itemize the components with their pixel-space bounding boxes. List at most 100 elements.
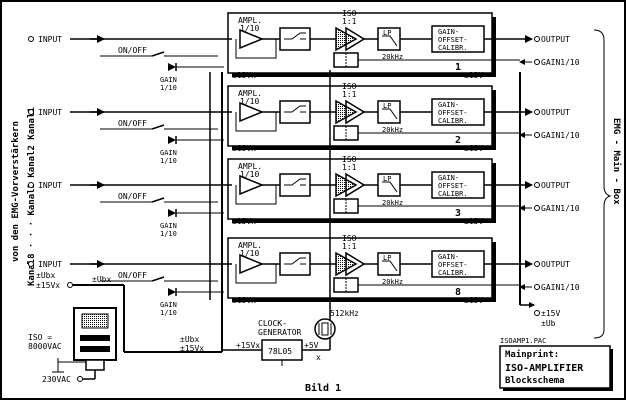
- gain-input-ratio: 1/10: [160, 84, 177, 92]
- main-box-label: EMG - Main - Box: [611, 118, 622, 205]
- gain-input-ratio: 1/10: [160, 230, 177, 238]
- title-block: [499, 345, 611, 389]
- gain-input-ratio: 1/10: [160, 157, 177, 165]
- on-off-label: ON/OFF: [118, 192, 147, 201]
- mains-label: 230VAC: [42, 375, 71, 384]
- gain-input-label: GAIN: [160, 149, 177, 157]
- channel-power-left: ±15Vx: [232, 296, 256, 305]
- calibration-label: GAIN-: [438, 101, 459, 109]
- channel-number: 2: [455, 135, 461, 146]
- lowpass-frequency: 20kHz: [382, 278, 403, 286]
- v15x-label-3: ±15Vx: [180, 344, 204, 353]
- clock-label-2: GENERATOR: [258, 328, 302, 337]
- amplifier-label: AMPL.: [238, 16, 262, 25]
- gain-output-label: GAIN1/10: [541, 131, 580, 140]
- amplifier-label: AMPL.: [238, 89, 262, 98]
- mains-rectifier: [85, 359, 105, 371]
- main-box-bracket: [593, 29, 612, 339]
- calibration-label: CALIBR.: [438, 117, 468, 125]
- iso-voltage-label: ISO =: [28, 333, 52, 342]
- amplifier-icon: [239, 253, 264, 275]
- iso-label: ISO: [342, 155, 357, 164]
- output-label: OUTPUT: [541, 35, 570, 44]
- gain-input-ratio: 1/10: [160, 309, 177, 317]
- channel-power-left: ±15Vx: [232, 217, 256, 226]
- calibration-label: GAIN-: [438, 253, 459, 261]
- transformer-core-top: [80, 335, 110, 341]
- title-line-3: Blockschema: [505, 376, 565, 386]
- channel-block-1: INPUTON/OFFGAIN1/10AMPL.1/10ISO1:1LP20kH…: [28, 9, 580, 92]
- gain-offset-calibration-box: [431, 171, 485, 199]
- amplifier-icon: [239, 174, 264, 196]
- input-label: INPUT: [38, 108, 62, 117]
- on-off-label: ON/OFF: [118, 119, 147, 128]
- figure-label: Bild 1: [305, 382, 341, 394]
- title-line-1: Mainprint:: [505, 349, 559, 360]
- clock-generator-section: +15Vx 78L05 +5V x CLOCK- GENERATOR 512kH…: [222, 70, 359, 366]
- amplifier-icon: [239, 28, 264, 50]
- calibration-label: OFFSET-: [438, 182, 468, 190]
- gain-input-label: GAIN: [160, 301, 177, 309]
- iso-voltage-value: 8000VAC: [28, 342, 62, 351]
- calibration-label: OFFSET-: [438, 261, 468, 269]
- channel-block-2: INPUTON/OFFGAIN1/10AMPL.1/10ISO1:1LP20kH…: [28, 82, 580, 165]
- calibration-label: CALIBR.: [438, 269, 468, 277]
- on-off-switch-icon: [151, 124, 165, 130]
- lowpass-label: LP: [383, 175, 391, 183]
- gain-offset-calibration-box: [431, 25, 485, 53]
- right-ub-label: ±Ub: [541, 319, 556, 328]
- amplifier-ratio: 1/10: [240, 170, 259, 179]
- on-off-label: ON/OFF: [118, 271, 147, 280]
- lowpass-label: LP: [383, 254, 391, 262]
- input-label: INPUT: [38, 35, 62, 44]
- channel-block-8: INPUTON/OFFGAIN1/10AMPL.1/10ISO1:1LP20kH…: [28, 234, 580, 317]
- channel-power-right: ±15V: [464, 144, 483, 153]
- amplifier-label: AMPL.: [238, 241, 262, 250]
- isolated-power-supply: ±Ubx ±15Vx ±Ubx ±Ubx ±15Vx ISO = 8000VAC…: [28, 72, 223, 384]
- lowpass-frequency: 20kHz: [382, 199, 403, 207]
- iso-label: ISO: [342, 234, 357, 243]
- title-line-2: ISO-AMPLIFIER: [505, 363, 584, 374]
- source-label: von den EMG-Vorverstärkern: [11, 121, 21, 262]
- on-off-switch-icon: [151, 51, 165, 57]
- lowpass-frequency: 20kHz: [382, 53, 403, 61]
- channel-number: 8: [455, 287, 461, 298]
- calibration-label: GAIN-: [438, 174, 459, 182]
- iso-label: ISO: [342, 82, 357, 91]
- isolation-barrier: [81, 313, 109, 329]
- ubx-label-3: ±Ubx: [180, 335, 199, 344]
- gain-led-icon: [168, 136, 176, 144]
- clock-x-mark: x: [316, 353, 321, 362]
- gain-offset-calibration-box: [431, 98, 485, 126]
- gain-input-label: GAIN: [160, 222, 177, 230]
- regulator-label: 78L05: [268, 347, 292, 356]
- on-off-switch-icon: [151, 197, 165, 203]
- gain-led-icon: [168, 288, 176, 296]
- iso-ratio: 1:1: [342, 90, 357, 99]
- gain-output-label: GAIN1/10: [541, 204, 580, 213]
- ubx-label-2: ±Ubx: [92, 275, 111, 284]
- channel-number: 3: [455, 208, 461, 219]
- right-power-bus: ±15V ±Ub: [519, 72, 560, 328]
- gain-input-label: GAIN: [160, 76, 177, 84]
- amplifier-ratio: 1/10: [240, 249, 259, 258]
- iso-ratio: 1:1: [342, 163, 357, 172]
- channel-number: 1: [455, 62, 461, 73]
- gain-led-icon: [168, 209, 176, 217]
- calibration-label: CALIBR.: [438, 44, 468, 52]
- v15x-label-1: ±15Vx: [36, 281, 60, 290]
- channel-power-right: ±15V: [464, 71, 483, 80]
- input-label: INPUT: [38, 181, 62, 190]
- iso-ratio: 1:1: [342, 17, 357, 26]
- gain-output-label: GAIN1/10: [541, 283, 580, 292]
- crystal-oscillator-icon: [314, 318, 336, 340]
- right-v15-label: ±15V: [541, 309, 560, 318]
- channel-blocks: INPUTON/OFFGAIN1/10AMPL.1/10ISO1:1LP20kH…: [28, 9, 580, 317]
- input-label: INPUT: [38, 260, 62, 269]
- channel-power-right: ±15V: [464, 217, 483, 226]
- transformer-core-bottom: [80, 346, 110, 352]
- regulator-input-label: +15Vx: [236, 341, 260, 350]
- calibration-label: OFFSET-: [438, 36, 468, 44]
